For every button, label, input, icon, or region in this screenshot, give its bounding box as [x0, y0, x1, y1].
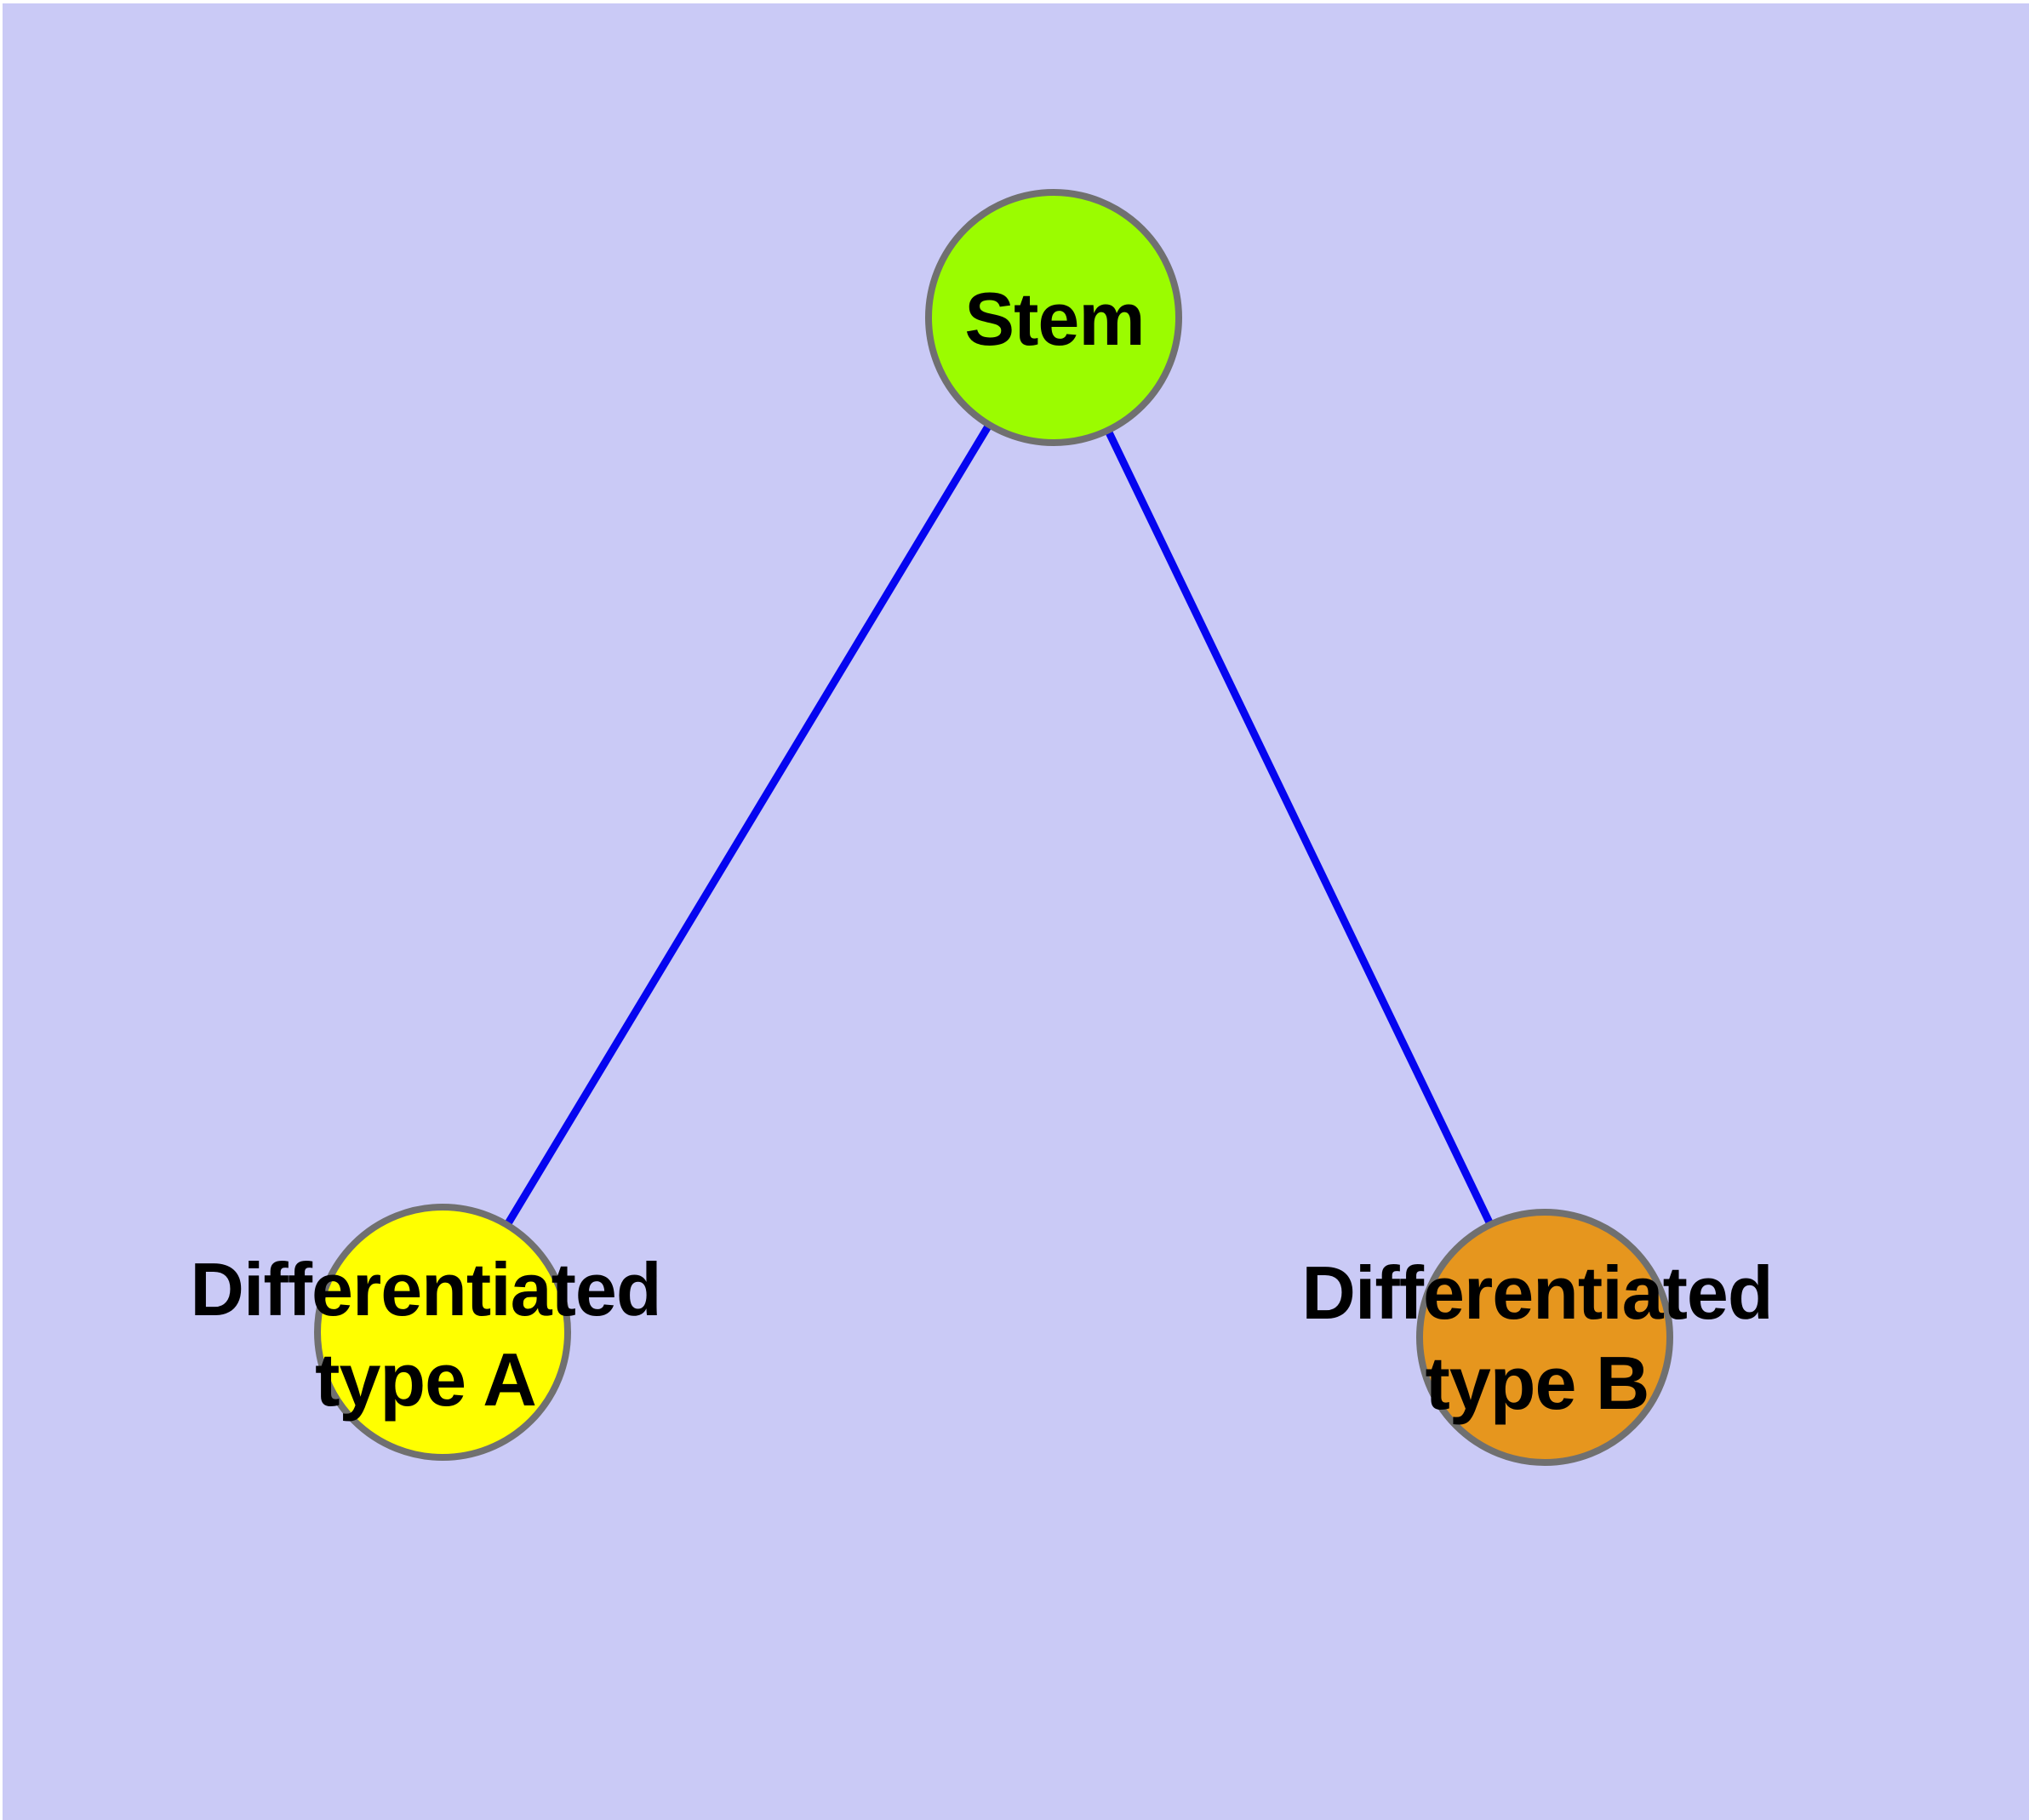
node-stem-label: Stem: [964, 274, 1145, 364]
node-differentiated-type-a: [314, 1204, 571, 1461]
node-a-label-line-2: type A: [315, 1337, 537, 1422]
node-differentiated-type-b-label: Differentiated type B: [1301, 1248, 1773, 1428]
node-b-label-line-2: type B: [1425, 1341, 1650, 1425]
node-differentiated-type-b: [1416, 1209, 1673, 1466]
node-a-label-line-1: Differentiated: [190, 1247, 661, 1331]
left-margin-strip: [0, 0, 3, 1820]
edge-stem-to-type-b: [1049, 316, 1549, 1339]
edge-stem-to-type-a: [439, 315, 1057, 1335]
top-margin-strip: [0, 0, 2029, 3]
node-differentiated-type-a-label: Differentiated type A: [190, 1245, 661, 1425]
node-b-label-line-1: Differentiated: [1301, 1251, 1773, 1335]
node-stem: [925, 189, 1182, 446]
node-stem-label-text: Stem: [964, 277, 1145, 361]
